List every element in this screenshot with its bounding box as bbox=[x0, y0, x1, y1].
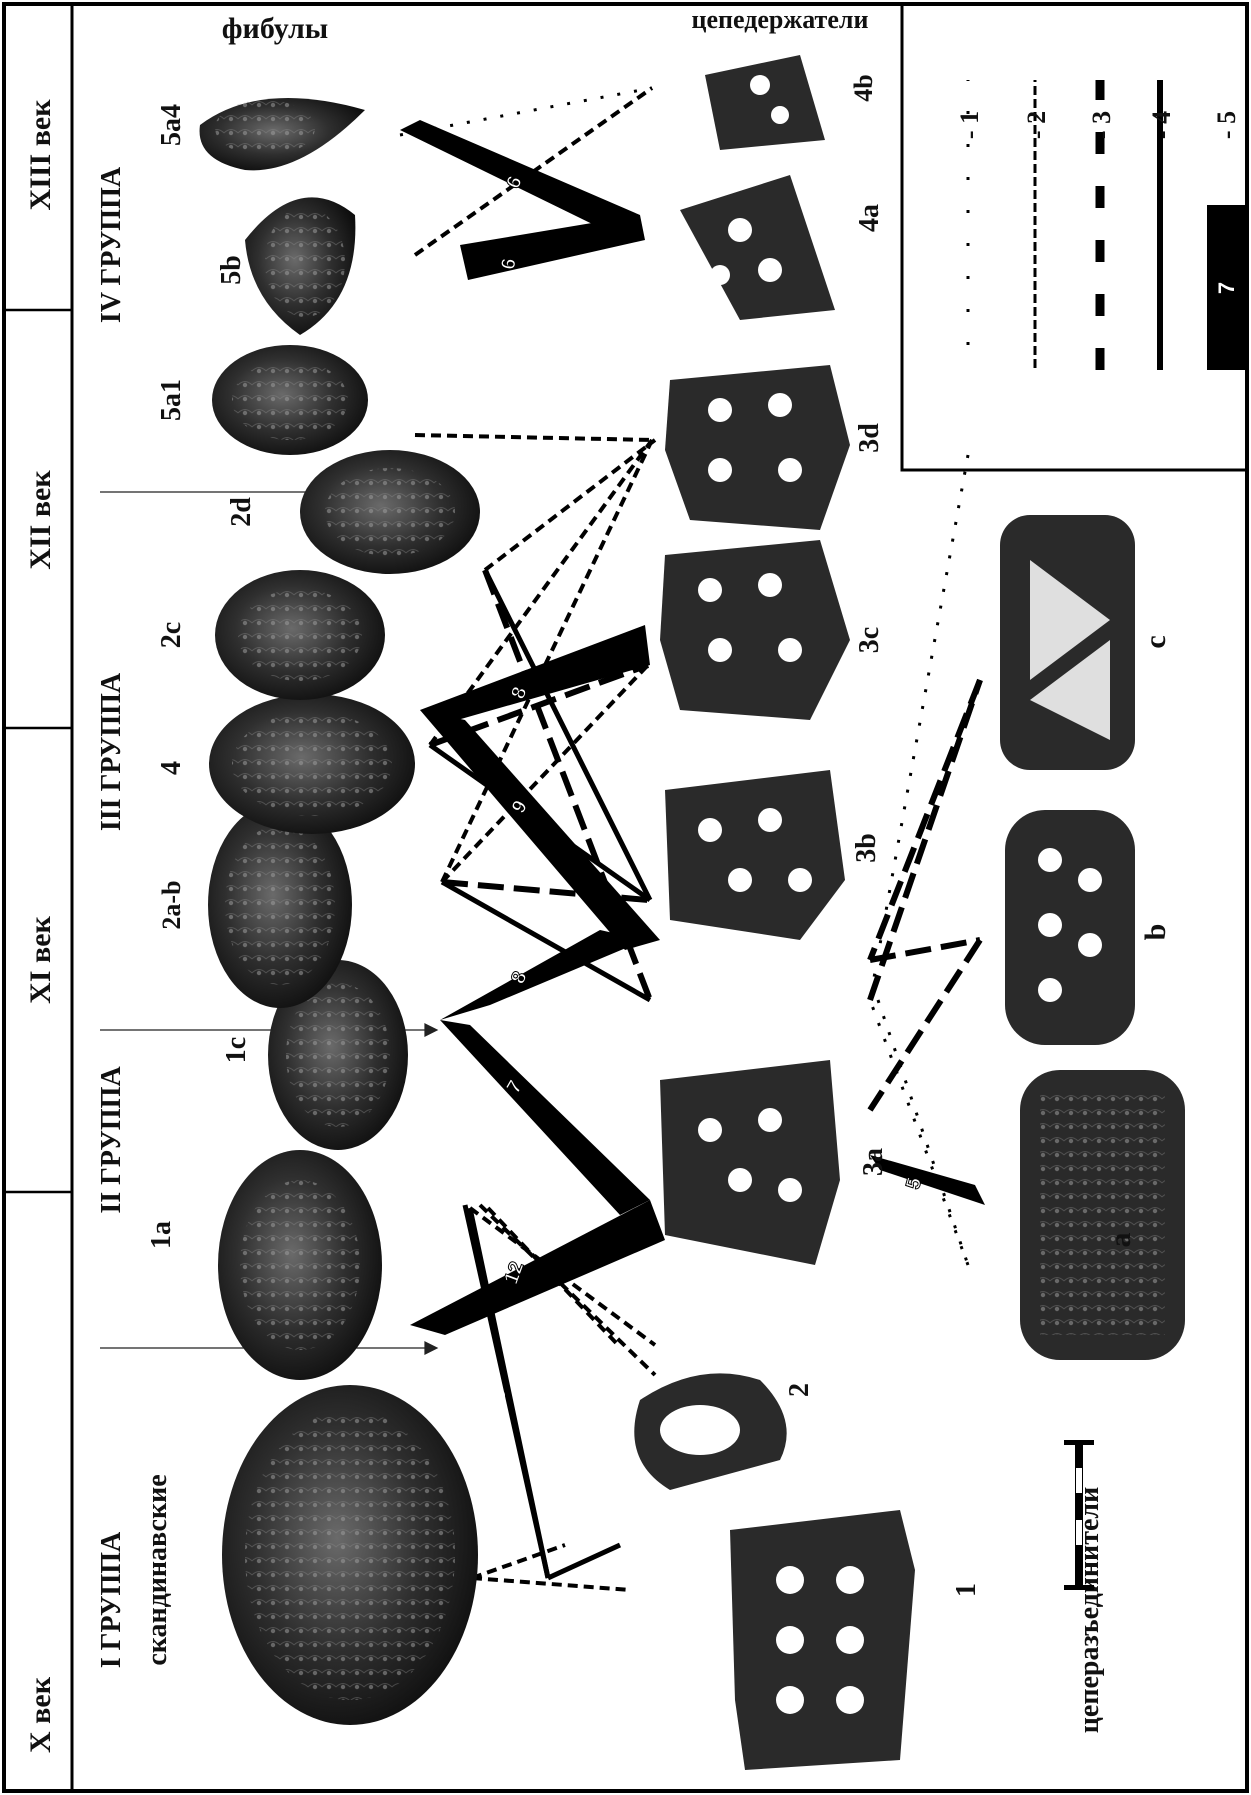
fibula-5b bbox=[245, 197, 355, 335]
separator-label-b: b bbox=[1139, 924, 1172, 941]
holder-3c bbox=[660, 540, 850, 720]
fibula-label-4: 4 bbox=[156, 761, 187, 775]
holder-2 bbox=[634, 1373, 786, 1490]
fibula-4 bbox=[209, 694, 415, 834]
fibula-label-5b: 5b bbox=[216, 255, 247, 285]
holder-label-3b: 3b bbox=[851, 833, 882, 863]
holder-label-3a: 3a bbox=[858, 1148, 889, 1176]
fibula-1a bbox=[218, 1150, 382, 1380]
separator-c bbox=[1000, 515, 1135, 770]
fibula-2a-b bbox=[208, 802, 352, 1008]
separator-label-a: a bbox=[1104, 1233, 1137, 1248]
fibula-label-2a-b: 2a-b bbox=[157, 880, 186, 929]
legend-label-4: - 4 bbox=[1147, 111, 1176, 139]
section-label-chain-holders: цепедержатели bbox=[692, 5, 869, 34]
fibula-label-5a4: 5a4 bbox=[156, 104, 187, 146]
separator-a bbox=[1020, 1070, 1185, 1360]
chain-separators-row: a b c bbox=[1000, 515, 1185, 1360]
section-label-fibulae: фибулы bbox=[222, 12, 328, 45]
century-label-xiii: XIII век bbox=[24, 99, 57, 211]
century-label-x: X век bbox=[24, 1676, 57, 1753]
fibulae-row: 1a 1c 2a-b 4 2c 2d 5a1 bbox=[146, 98, 505, 1725]
band-7 bbox=[440, 1020, 650, 1215]
holder-label-2: 2 bbox=[784, 1383, 815, 1397]
holder-label-3d: 3d bbox=[854, 423, 885, 453]
legend-label-3: - 3 bbox=[1087, 111, 1116, 139]
holder-3b bbox=[665, 770, 845, 940]
legend-band-value: 7 bbox=[1214, 282, 1239, 294]
fibula-2c bbox=[215, 570, 385, 700]
chain-holders-row: 1 2 3a 3b 3c 3d 4a bbox=[634, 55, 982, 1770]
century-label-xii: XII век bbox=[24, 470, 57, 570]
fibula-2d bbox=[300, 450, 480, 574]
holder-3a bbox=[660, 1060, 840, 1265]
fibula-5a1 bbox=[212, 345, 368, 455]
group-label-3: III ГРУППА bbox=[96, 672, 127, 831]
group-label-2: II ГРУППА bbox=[96, 1066, 127, 1214]
fibula-5a4 bbox=[200, 98, 365, 170]
legend-label-1: - 1 bbox=[955, 111, 984, 139]
fibula-label-1c: 1c bbox=[221, 1037, 252, 1063]
holder-4a bbox=[680, 175, 835, 320]
fibula-label-5a1: 5a1 bbox=[156, 379, 187, 421]
fibula-label-2c: 2c bbox=[156, 622, 187, 648]
band-6-lower bbox=[460, 215, 645, 280]
header-column: X век XI век XII век XIII век bbox=[4, 4, 72, 1791]
fibula-scandinavian bbox=[222, 1385, 505, 1725]
group-label-1: I ГРУППА bbox=[96, 1531, 127, 1668]
band-9 bbox=[420, 710, 660, 950]
separator-b bbox=[1005, 810, 1135, 1045]
century-label-xi: XI век bbox=[24, 915, 57, 1003]
holder-label-4b: 4b bbox=[849, 74, 878, 101]
holder-label-1: 1 bbox=[951, 1583, 982, 1597]
holder-label-4a: 4a bbox=[854, 204, 885, 232]
group-label-4: IV ГРУППА bbox=[96, 166, 127, 323]
separator-label-c: c bbox=[1139, 635, 1172, 648]
legend-label-2: - 2 bbox=[1022, 111, 1051, 139]
fibula-label-1a: 1a bbox=[146, 1221, 177, 1249]
holder-4b bbox=[705, 55, 825, 150]
holder-3d bbox=[665, 365, 850, 530]
legend-label-5: - 5 bbox=[1212, 111, 1241, 139]
holder-label-3c: 3c bbox=[854, 627, 885, 653]
fibula-label-2d: 2d bbox=[226, 497, 257, 527]
subgroup-label-scandinavian: скандинавские bbox=[142, 1474, 173, 1665]
band-8-lower bbox=[440, 930, 645, 1020]
legend: 7 - 1 - 2 - 3 - 4 - 5 bbox=[902, 4, 1247, 470]
holder-1 bbox=[730, 1510, 915, 1770]
band-12 bbox=[410, 1200, 665, 1335]
